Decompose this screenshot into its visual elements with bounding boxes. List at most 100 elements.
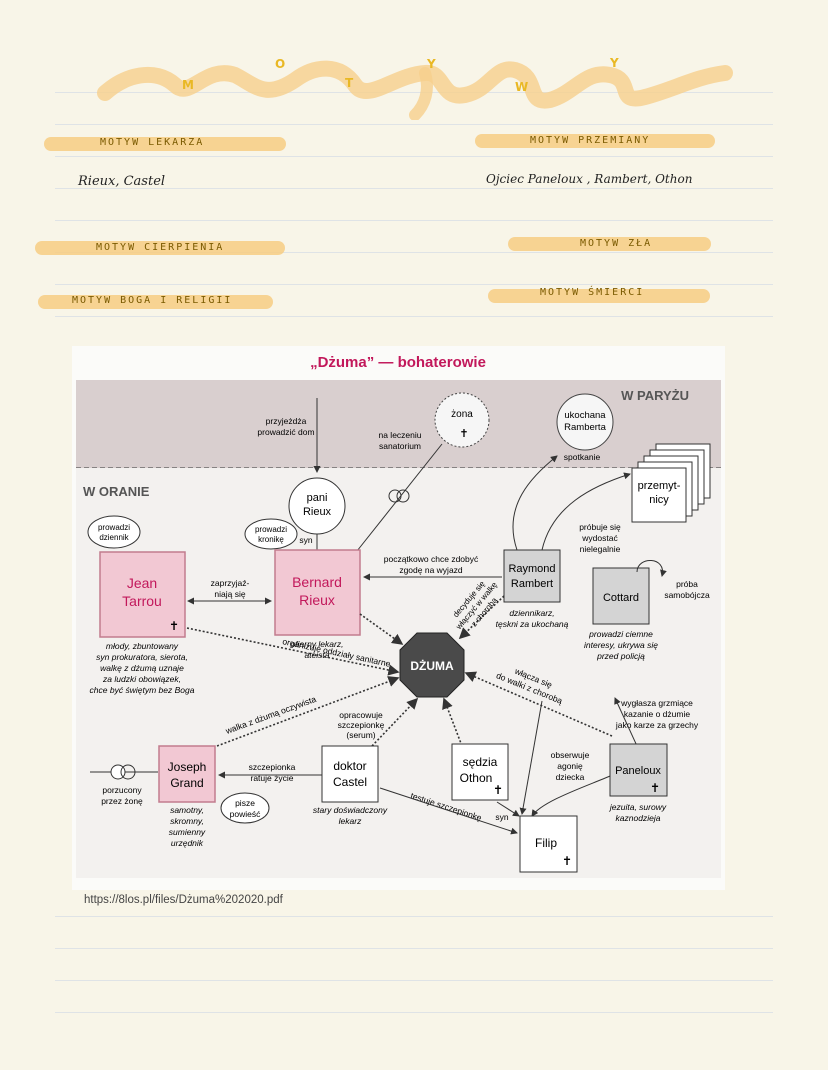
prowadzi-kronike-bubble (244, 518, 298, 550)
syn-label: syn (495, 812, 509, 822)
paris-label: W PARYŻU (621, 388, 689, 403)
connector-line (464, 671, 613, 737)
motif-przemiany-heading: MOTYW PRZEMIANY (530, 135, 651, 146)
title-letter: T (345, 76, 355, 90)
notebook-rule (55, 1012, 773, 1013)
cottard-description: przed policją (596, 651, 645, 661)
tarrou-description: syn prokuratora, sierota, (96, 652, 188, 662)
wyglasza-label: kazanie o dżumie (624, 709, 690, 719)
obserwuje-label: obserwuje (551, 750, 590, 760)
szczepionka-label: szczepionka (249, 762, 296, 772)
zaprzyjaz-label: niają się (214, 589, 245, 599)
opracowuje-label: opracowuje (339, 710, 383, 720)
motif-cierpienia-heading: MOTYW CIERPIENIA (96, 242, 225, 253)
ukochana-label: ukochana (564, 410, 606, 421)
porzucony-label: porzucony (102, 785, 142, 795)
motif-smierci-heading: MOTYW ŚMIERCI (540, 287, 645, 298)
syn-label: syn (299, 535, 313, 545)
cottard-description: prowadzi ciemne (588, 629, 653, 639)
rambert-description: dziennikarz, (509, 608, 554, 618)
notebook-rule (55, 252, 773, 253)
przemytnicy-node (631, 467, 687, 523)
wyglasza-label: wygłasza grzmiące (620, 698, 693, 708)
cross-icon: ✝ (169, 619, 179, 633)
pisze-powiesc-label: powieść (230, 809, 261, 819)
connector-line (379, 787, 518, 835)
notebook-rule (55, 220, 773, 221)
wyglasza-label: jako karze za grzechy (615, 720, 699, 730)
source-link[interactable]: https://8los.pl/files/Dżuma%202020.pdf (84, 894, 283, 906)
rieux-label: Bernard (292, 574, 342, 590)
proba-label: samobójcza (664, 590, 710, 600)
prowadzi-kronike-label: kronikę (258, 535, 284, 544)
motif-highlight (488, 289, 710, 303)
opracowuje-label: (serum) (346, 730, 375, 740)
connector-line (531, 775, 611, 817)
connector-line (614, 697, 638, 747)
szczepionka-label: ratuje życie (251, 773, 294, 783)
grand-label: Joseph (168, 760, 207, 774)
cross-icon: ✝ (459, 428, 468, 440)
title-letter: Y (610, 56, 620, 70)
castel-description: stary doświadczony (313, 805, 388, 815)
motif-lekarza-heading: MOTYW LEKARZA (100, 137, 205, 148)
opracowuje-label: szczepionkę (338, 720, 385, 730)
motif-lekarza-content: Rieux, Castel (78, 174, 166, 189)
tarrou-description: chce być świętym bez Boga (90, 685, 195, 695)
oran-label: W ORANIE (83, 484, 150, 499)
prowadzi-dziennik-bubble (87, 515, 141, 549)
grand-description: skromny, (170, 816, 204, 826)
othon-node (451, 743, 509, 801)
rieux-label: Rieux (299, 592, 335, 608)
notebook-rule (55, 916, 773, 917)
prowadzi-kronike-label: prowadzi (255, 525, 287, 534)
zona-node (434, 392, 490, 448)
zgoda-label: początkowo chce zdobyć (384, 554, 479, 564)
connector-line (356, 443, 443, 552)
ukochana-label: Ramberta (564, 422, 606, 433)
notebook-rule (55, 980, 773, 981)
paneloux-description: kaznodzieja (616, 813, 661, 823)
connector-line (541, 472, 631, 551)
obserwuje-label: dziecka (556, 772, 585, 782)
title-letter: Y (427, 57, 437, 71)
paneloux-node (609, 743, 668, 797)
cottard-node (592, 567, 650, 625)
spotkanie-label: spotkanie (564, 452, 601, 462)
porzucony-label: przez żonę (101, 796, 143, 806)
prowadzi-dziennik-label: dziennik (99, 533, 129, 542)
rings-icon (120, 764, 136, 780)
grand-description: urzędnik (171, 838, 204, 848)
diagram-title: „Dżuma” — bohaterowie (310, 354, 486, 371)
title-letter: W (515, 80, 530, 94)
rieux-description: ofiarny lekarz, (291, 639, 344, 649)
title-letter: O (275, 57, 287, 71)
leczenie-label: na leczeniu (378, 430, 421, 440)
castel-description: lekarz (339, 816, 362, 826)
rambert-label: Raymond (508, 563, 555, 575)
cross-icon: ✝ (562, 854, 572, 868)
characters-diagram: „Dżuma” — bohaterowie W PARYŻU W ORANIE … (72, 346, 725, 890)
tarrou-node (99, 551, 186, 638)
tarrou-description: młody, zbuntowany (106, 641, 179, 651)
ukochana-node (556, 393, 614, 451)
notebook-rule (55, 284, 773, 285)
probuje-label: próbuje się (579, 522, 621, 532)
motif-highlight (508, 237, 711, 251)
proba-label: próba (676, 579, 698, 589)
tarrou-label: Jean (127, 575, 157, 591)
filip-node (519, 815, 578, 873)
przyjezdza-label: przyjeżdża (266, 416, 307, 426)
rambert-description: tęskni za ukochaną (496, 619, 569, 629)
przemytnicy-label: przemyt- (638, 480, 681, 492)
notebook-rule (55, 316, 773, 317)
rambert-node (503, 549, 561, 603)
notebook-rule (55, 92, 773, 93)
zona-label: żona (451, 409, 473, 420)
pani-rieux-label: Rieux (303, 506, 332, 518)
connector-line (519, 700, 543, 815)
leczenie-label: sanatorium (379, 441, 421, 451)
motif-highlight (35, 241, 285, 255)
connector-line (496, 801, 520, 817)
probuje-label: wydostać (581, 533, 618, 543)
